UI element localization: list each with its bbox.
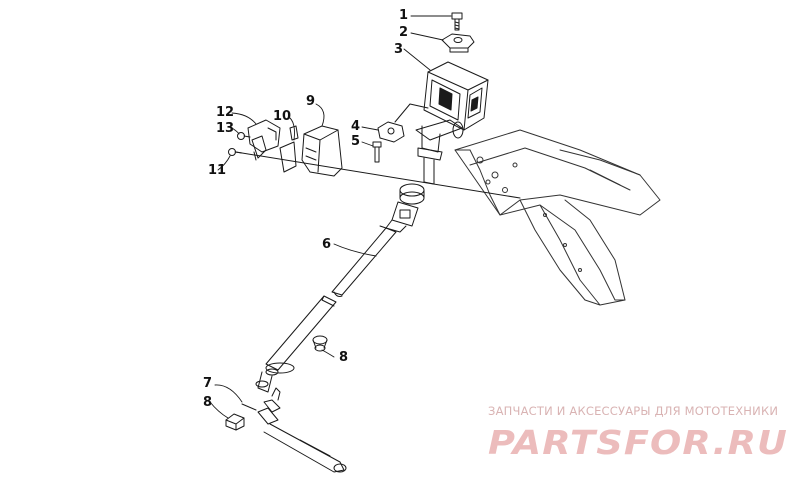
bolt-part-1: [451, 12, 463, 31]
switch-housing-part-12: [247, 119, 281, 161]
callout-2: 2: [399, 25, 409, 40]
watermark-logo-text: PARTSFOR.RU: [488, 423, 788, 462]
callout-10: 10: [273, 109, 292, 124]
callout-5: 5: [351, 134, 361, 149]
callout-8-lower: 8: [203, 395, 213, 410]
steering-shaft-lower: [265, 295, 337, 371]
callout-3: 3: [394, 42, 404, 57]
callout-11: 11: [208, 163, 227, 178]
assembly-leader-line: [235, 151, 521, 199]
handlebar-block-part-3: [423, 61, 489, 131]
callout-leaders: [209, 15, 452, 419]
collar-part-8-upper: [312, 335, 328, 352]
callout-6: 6: [322, 237, 332, 252]
washer-part-7: [241, 403, 257, 411]
clamp-part-2: [441, 33, 475, 53]
steering-lower-arm: [257, 387, 347, 473]
callout-7: 7: [203, 376, 213, 391]
callout-1: 1: [399, 8, 409, 23]
cover-part-9: [301, 125, 343, 177]
callout-9: 9: [306, 94, 316, 109]
plate-part-10: [279, 125, 299, 173]
nut-part-8-lower: [225, 413, 245, 431]
clamp-part-4: [377, 121, 405, 143]
frame-section: [454, 129, 661, 306]
callout-4: 4: [351, 119, 361, 134]
screw-part-11: [228, 148, 243, 156]
callout-12: 12: [216, 105, 235, 120]
u-joint: [385, 201, 419, 233]
steering-shaft-part-6: [331, 225, 397, 297]
callout-13: 13: [216, 121, 235, 136]
screw-part-13: [237, 132, 251, 140]
shaft-collars-lower: [255, 362, 295, 393]
steering-post-upper: [415, 119, 464, 185]
steering-bushing: [399, 183, 425, 205]
watermark-logo: PARTSFOR.RU: [488, 423, 788, 462]
bolt-part-5: [372, 141, 382, 163]
leader-line: [394, 103, 429, 123]
callout-8-upper: 8: [339, 350, 349, 365]
watermark-caption: ЗАПЧАСТИ И АКСЕССУАРЫ ДЛЯ МОТОТЕХНИКИ: [488, 404, 779, 418]
